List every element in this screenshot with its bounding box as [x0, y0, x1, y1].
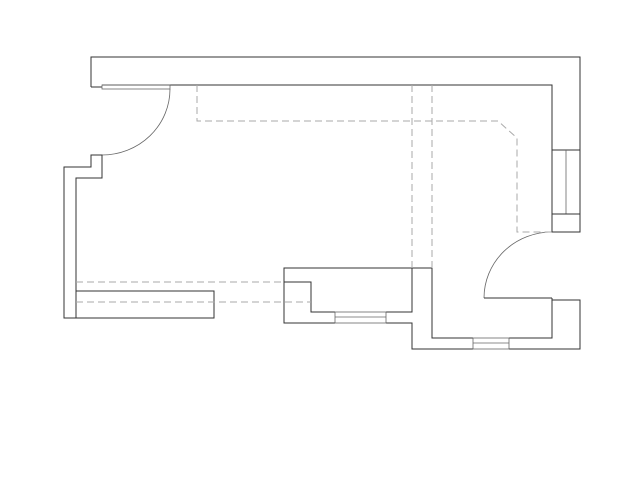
door-swing-left: [101, 88, 171, 156]
lower-right-wall: [283, 267, 581, 350]
overhead-outline: [196, 85, 552, 233]
bench: [75, 290, 215, 319]
middle-block-inner: [284, 268, 413, 313]
door-swing-right: [483, 231, 553, 299]
bottom-window: [472, 337, 510, 350]
right-wall-stub: [551, 213, 581, 233]
middle-window: [334, 311, 387, 324]
left-wall: [63, 154, 103, 319]
top-wall: [90, 56, 581, 150]
door-leaf-left: [101, 84, 171, 90]
